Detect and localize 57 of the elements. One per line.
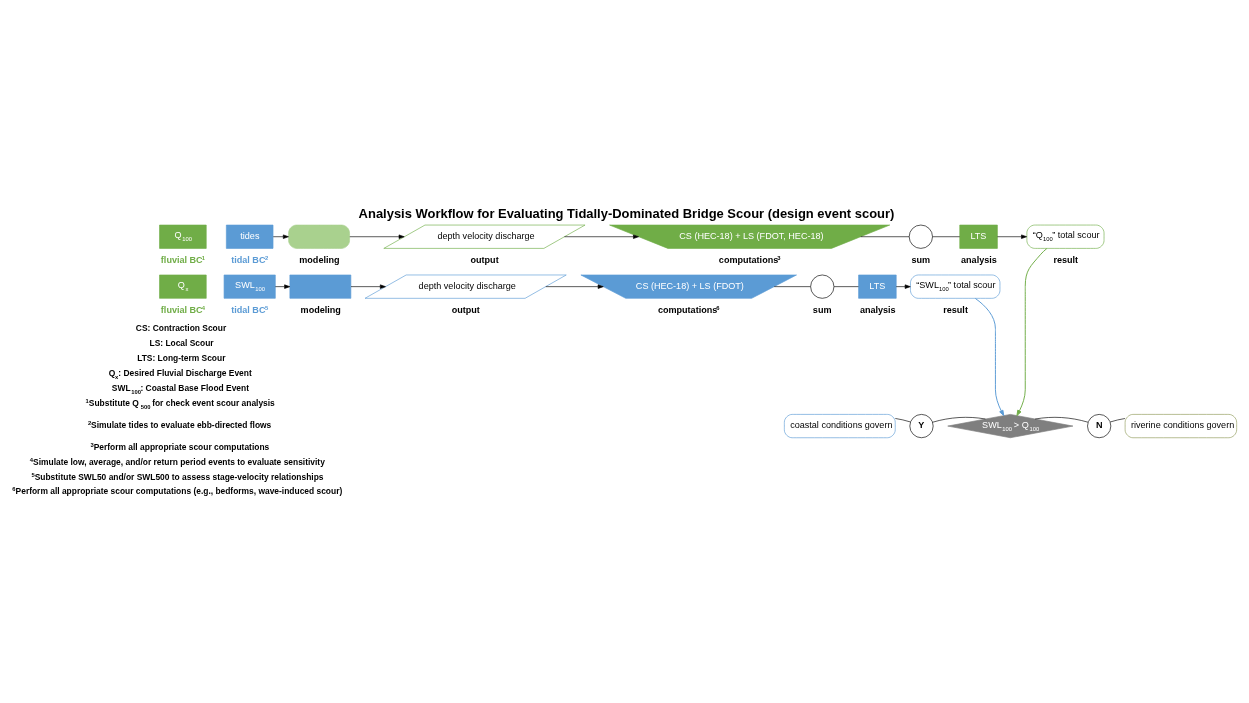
node-label: computations$^{3}$ bbox=[718, 255, 781, 266]
node-box: “Q$_{100}$” total scour bbox=[1026, 224, 1105, 249]
node-label: output bbox=[470, 255, 499, 266]
label: LTS: Long-term Scour bbox=[137, 352, 226, 363]
label: Q$_{x}$: Desired Fluvial Discharge Event bbox=[108, 367, 252, 380]
label: $^{6}$Perform all appropriate scour computations (e.g., bedforms, wave-induced scour) bbox=[12, 486, 343, 497]
node-box: Q$_{100}$ bbox=[159, 224, 207, 249]
arrow bbox=[275, 284, 291, 289]
arrow bbox=[349, 234, 405, 239]
node-label: tidal BC$^{2}$ bbox=[231, 255, 269, 266]
label: SWL$_{100}$: Coastal Base Flood Event bbox=[111, 382, 249, 395]
label: $^{1}$Substitute Q$_{500}$ for check event scour analysis bbox=[85, 397, 275, 410]
diagram-title: Analysis Workflow for Evaluating Tidally-Dominated Bridge Scour (design event scour) bbox=[358, 205, 895, 221]
node-label: computations$^{6}$ bbox=[657, 305, 720, 316]
node-box: riverine conditions govern bbox=[1124, 414, 1237, 439]
node-label: fluvial BC$^{1}$ bbox=[160, 255, 205, 266]
connector bbox=[932, 417, 986, 423]
node-box bbox=[288, 224, 350, 249]
node-label: analysis bbox=[961, 255, 997, 266]
node-circle: Y bbox=[909, 414, 934, 439]
node-box: tides bbox=[226, 224, 274, 249]
node-label: analysis bbox=[859, 305, 896, 316]
connector bbox=[895, 418, 911, 423]
node-box: “SWL$_{100}$” total scour bbox=[910, 274, 1001, 299]
label: $^{2}$Simulate tides to evaluate ebb-directed flows bbox=[87, 419, 272, 430]
arrow bbox=[564, 234, 639, 239]
arrow bbox=[974, 297, 1005, 417]
node-box bbox=[289, 274, 352, 299]
node-label: modeling bbox=[299, 255, 340, 266]
node-label: sum bbox=[812, 305, 832, 316]
node-box: Q$_{x}$ bbox=[159, 274, 207, 299]
node-box: LTS bbox=[959, 224, 998, 249]
node-diamond: SWL$_{100}$ > Q$_{100}$ bbox=[947, 414, 1074, 439]
arrow bbox=[350, 284, 386, 289]
arrow bbox=[1016, 248, 1048, 417]
node-label: sum bbox=[911, 255, 931, 266]
node-label: result bbox=[943, 305, 968, 316]
label: $^{4}$Simulate low, average, and/or return period events to evaluate sensitivity bbox=[29, 456, 325, 467]
node-label: tidal BC$^{5}$ bbox=[231, 305, 269, 316]
node-label: output bbox=[451, 305, 480, 316]
node-circle bbox=[810, 274, 835, 299]
label: CS: Contraction Scour bbox=[135, 323, 227, 334]
node-circle: N bbox=[1087, 414, 1112, 439]
label: $^{5}$Substitute SWL50 and/or SWL500 to assess stage-velocity relationships bbox=[31, 471, 324, 482]
label: $^{3}$Perform all appropriate scour computations bbox=[90, 441, 270, 452]
node-label: fluvial BC$^{4}$ bbox=[160, 305, 205, 316]
arrow bbox=[545, 284, 604, 289]
label: LS: Local Scour bbox=[149, 337, 214, 348]
node-box: SWL$_{100}$ bbox=[223, 274, 276, 299]
arrow bbox=[997, 234, 1027, 239]
arrow bbox=[895, 284, 911, 289]
node-circle bbox=[908, 224, 933, 249]
node-label: result bbox=[1053, 255, 1079, 266]
arrow bbox=[272, 234, 289, 239]
node-label: modeling bbox=[300, 305, 341, 316]
node-box: LTS bbox=[858, 274, 897, 299]
node-box: coastal conditions govern bbox=[784, 414, 896, 439]
